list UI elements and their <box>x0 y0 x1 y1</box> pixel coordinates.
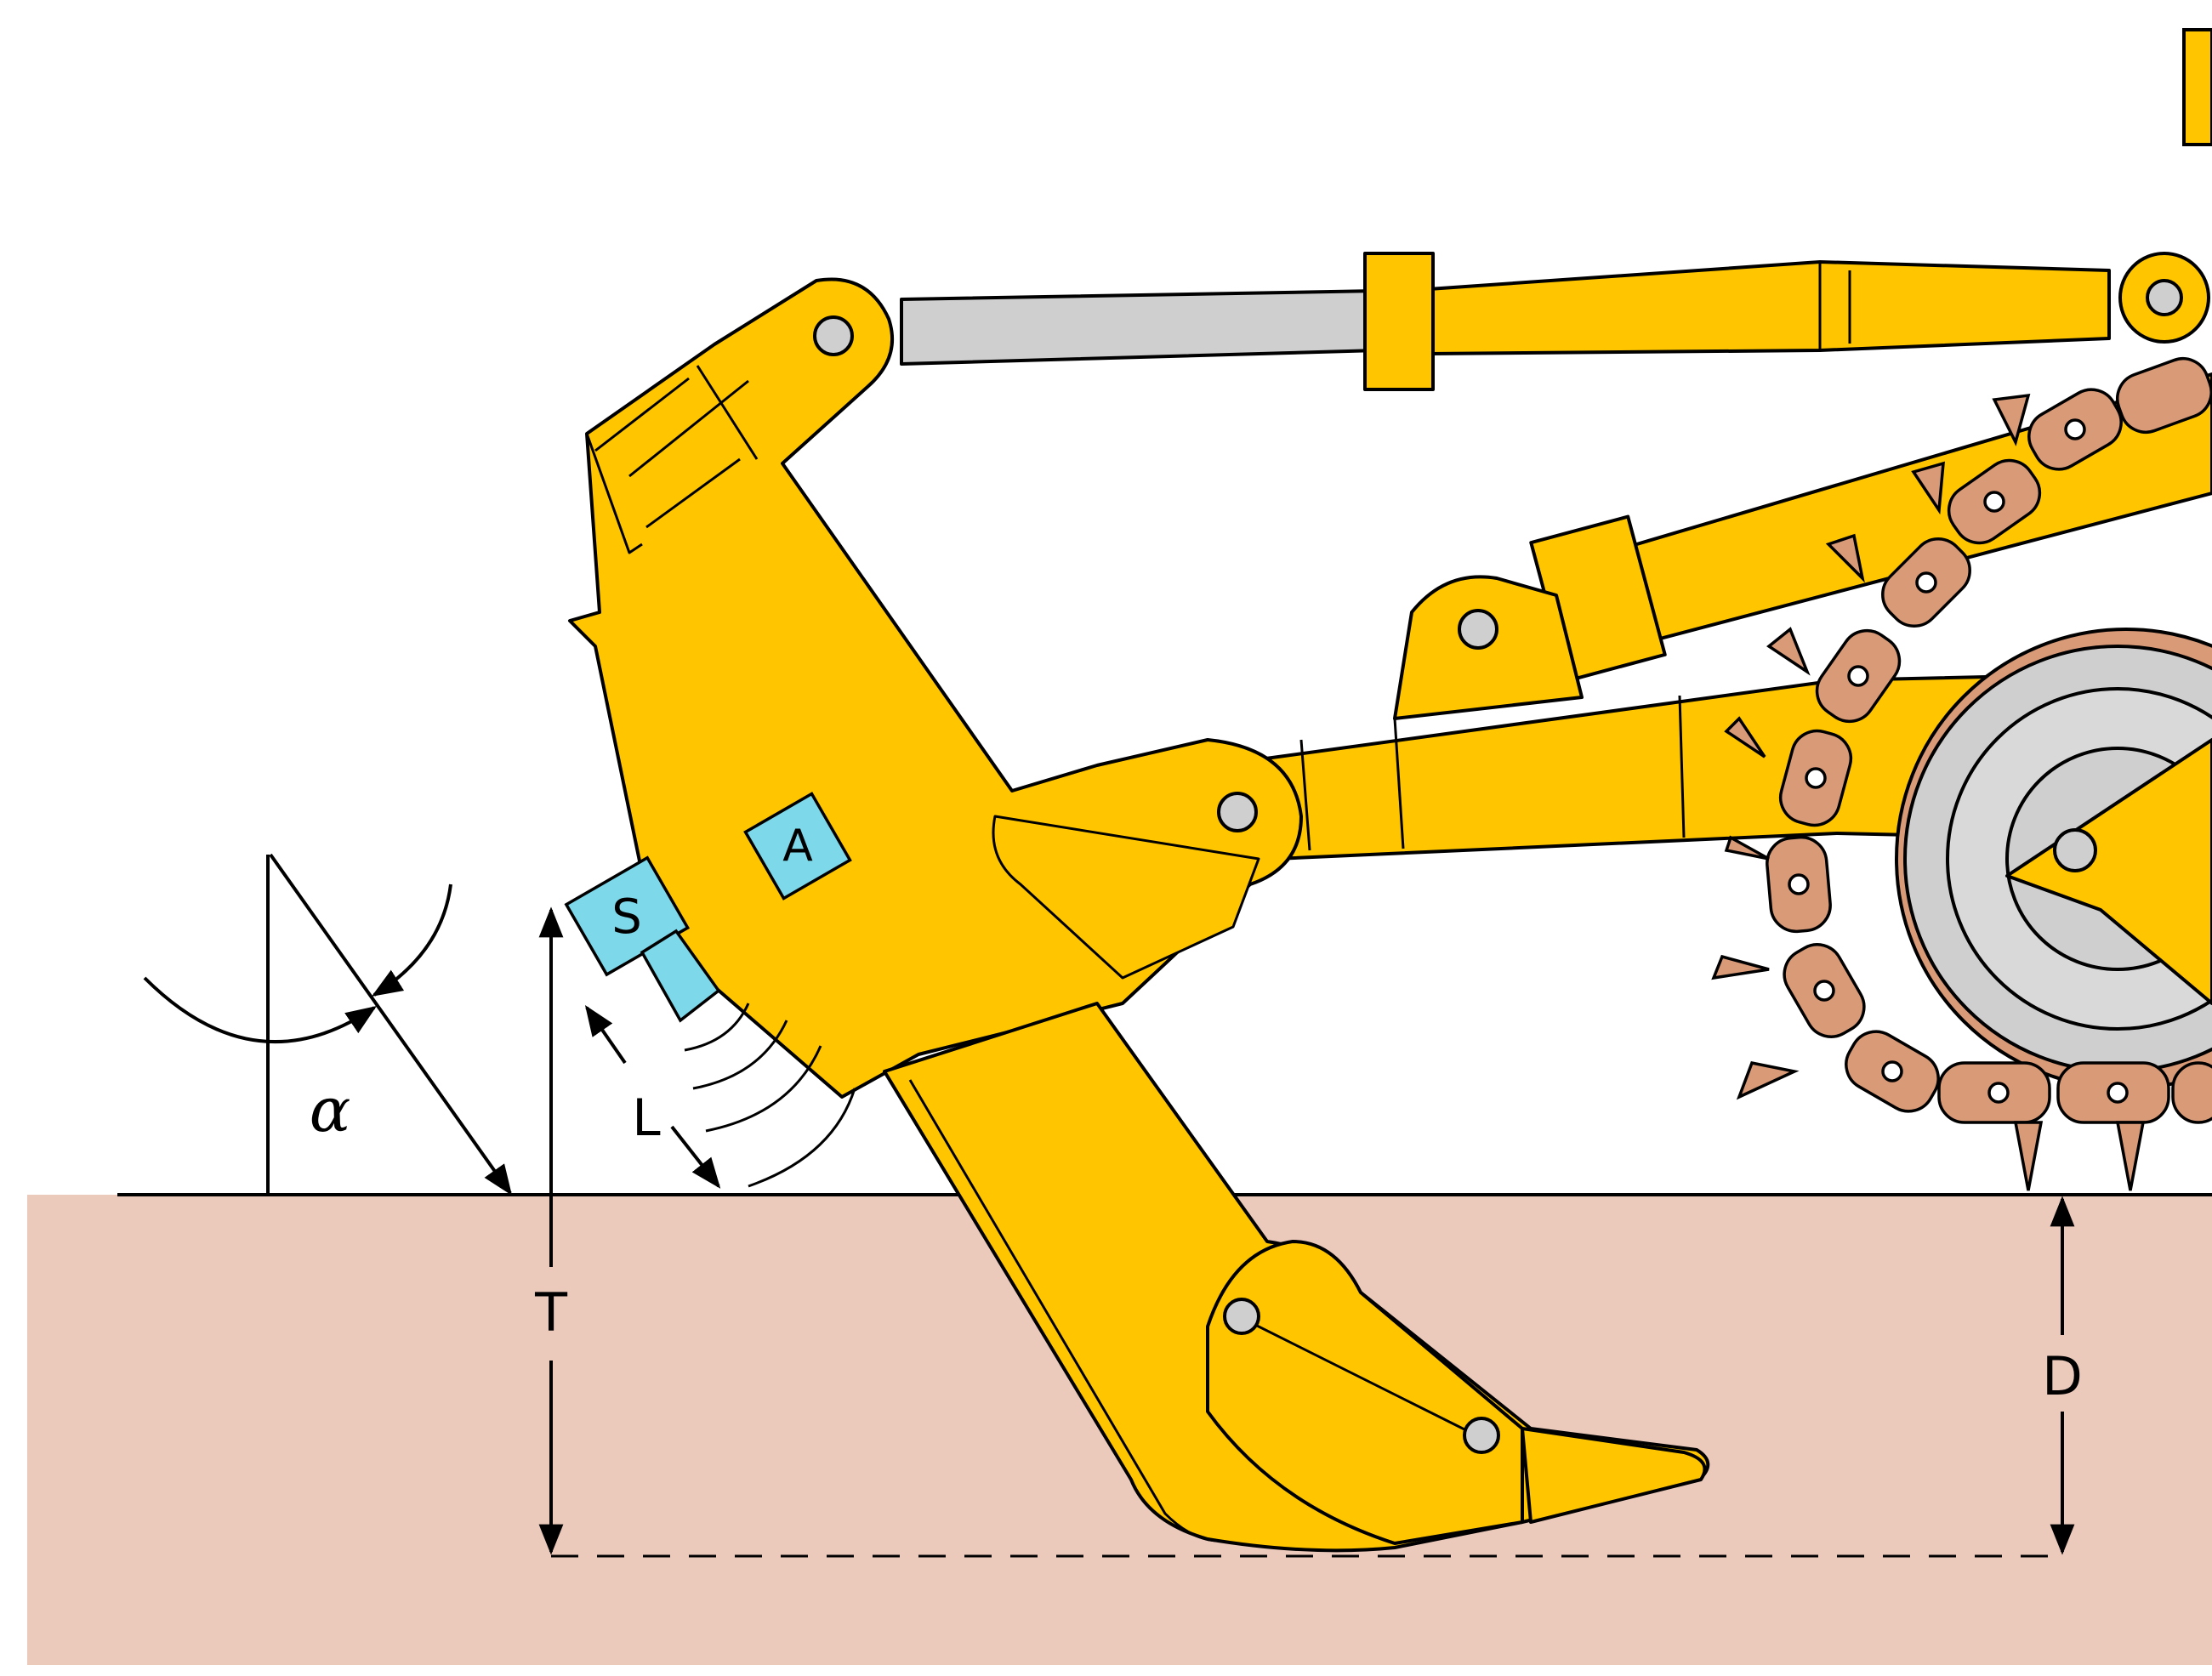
tilt-cylinder-collar <box>1363 252 1435 391</box>
depth-t-label: T <box>534 1281 568 1344</box>
frame-link-pin <box>1217 792 1258 832</box>
tilt-cylinder <box>900 252 2210 391</box>
angle-alpha-label: α <box>310 1074 351 1145</box>
sensor-a-group: A <box>743 792 852 900</box>
sensor-s-label: S <box>611 889 642 945</box>
tilt-cylinder-barrel <box>1427 260 2111 355</box>
angle-alpha-annotation <box>143 853 513 1196</box>
track-sprocket-assembly <box>1895 628 2212 1090</box>
frame-top-pin <box>813 315 854 356</box>
ripper-tip <box>1521 1427 1707 1524</box>
length-l-annotation <box>584 1005 721 1189</box>
bracket-pin <box>1458 609 1498 650</box>
ripper-frame <box>568 277 1303 1099</box>
depth-d-label: D <box>2042 1345 2083 1407</box>
sensor-a-box <box>743 792 852 900</box>
shank-pin-upper <box>1223 1298 1260 1335</box>
machine-body-fragment <box>2182 28 2212 146</box>
hub-pin <box>2053 828 2097 872</box>
sensor-s-group: S <box>564 855 856 1188</box>
tilt-cylinder-pin-right <box>2146 279 2183 316</box>
ripper-shank <box>883 1002 1710 1553</box>
track-chain <box>1711 357 2212 1191</box>
sensor-s-horn <box>640 929 721 1023</box>
sensor-a-label: A <box>782 821 813 872</box>
shank-pin-lower <box>1463 1417 1500 1454</box>
tilt-cylinder-rod <box>900 289 1379 366</box>
length-l-label: L <box>632 1088 661 1148</box>
